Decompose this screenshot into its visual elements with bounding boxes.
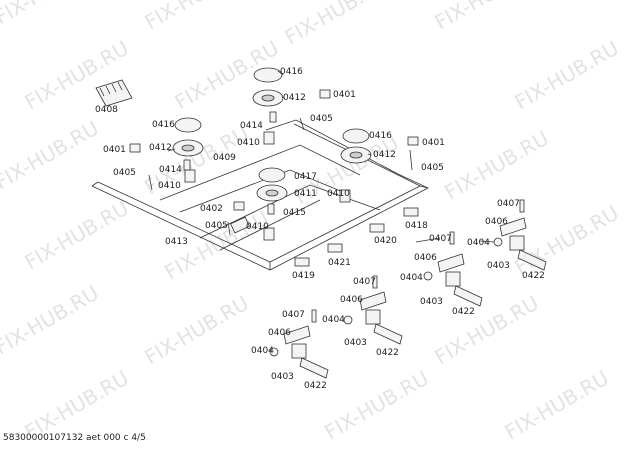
- burner-parts: [95, 67, 419, 241]
- label-0403: 0403: [271, 372, 294, 382]
- watermark: FIX-HUB.RU: [0, 116, 103, 195]
- gas-valve-group-4: [269, 309, 329, 379]
- watermark: FIX-HUB.RU: [141, 0, 253, 34]
- watermark: FIX-HUB.RU: [511, 36, 623, 115]
- label-0404: 0404: [400, 273, 423, 283]
- label-0406: 0406: [340, 295, 363, 305]
- label-0422: 0422: [376, 348, 399, 358]
- label-0404: 0404: [251, 346, 274, 356]
- label-0412: 0412: [373, 150, 396, 160]
- connector-block: [95, 79, 133, 107]
- watermark-layer: FIX-HUB.RU FIX-HUB.RU FIX-HUB.RU FIX-HUB…: [0, 0, 623, 444]
- label-0407: 0407: [429, 234, 452, 244]
- label-0405: 0405: [113, 168, 136, 178]
- label-0416: 0416: [369, 131, 392, 141]
- gas-valve-group-3: [343, 275, 403, 345]
- label-0403: 0403: [487, 261, 510, 271]
- watermark: FIX-HUB.RU: [0, 281, 103, 360]
- label-0405: 0405: [310, 114, 333, 124]
- label-0403: 0403: [344, 338, 367, 348]
- label-0410: 0410: [158, 181, 181, 191]
- label-0416: 0416: [280, 67, 303, 77]
- frame-assembly: [91, 119, 429, 271]
- label-0406: 0406: [414, 253, 437, 263]
- watermark: FIX-HUB.RU: [281, 0, 393, 49]
- label-0420: 0420: [374, 236, 397, 246]
- label-0408: 0408: [95, 105, 118, 115]
- label-0421: 0421: [328, 258, 351, 268]
- label-0406: 0406: [268, 328, 291, 338]
- gas-valve-group-2: [423, 231, 483, 307]
- label-0412: 0412: [149, 143, 172, 153]
- label-0411: 0411: [294, 189, 317, 199]
- watermark: FIX-HUB.RU: [511, 201, 623, 280]
- label-0407: 0407: [353, 277, 376, 287]
- label-0404: 0404: [322, 315, 345, 325]
- label-0418: 0418: [405, 221, 428, 231]
- part-labels: 0408 0416 0412 0401 0405 0414 0410 0416 …: [95, 67, 545, 391]
- label-0404: 0404: [467, 238, 490, 248]
- label-0415: 0415: [283, 208, 306, 218]
- document-footer: 58300000107132 aet 000 c 4/5: [3, 433, 146, 443]
- label-0412: 0412: [283, 93, 306, 103]
- gas-valve-group-1: [493, 199, 547, 271]
- watermark: FIX-HUB.RU: [441, 126, 553, 205]
- label-0409: 0409: [213, 153, 236, 163]
- watermark: FIX-HUB.RU: [431, 291, 543, 370]
- label-0401: 0401: [422, 138, 445, 148]
- watermark: FIX-HUB.RU: [0, 0, 103, 29]
- watermark: FIX-HUB.RU: [321, 366, 433, 445]
- label-0407: 0407: [282, 310, 305, 320]
- watermark: FIX-HUB.RU: [21, 196, 133, 275]
- leader-lines: [167, 70, 495, 243]
- label-0417: 0417: [294, 172, 317, 182]
- label-0410: 0410: [327, 189, 350, 199]
- label-0422: 0422: [304, 381, 327, 391]
- label-0416: 0416: [152, 120, 175, 130]
- label-0402: 0402: [200, 204, 223, 214]
- label-0410: 0410: [237, 138, 260, 148]
- label-0405: 0405: [421, 163, 444, 173]
- label-0419: 0419: [292, 271, 315, 281]
- watermark: FIX-HUB.RU: [141, 291, 253, 370]
- label-0406: 0406: [485, 217, 508, 227]
- watermark: FIX-HUB.RU: [431, 0, 543, 34]
- label-0410: 0410: [246, 222, 269, 232]
- label-0405: 0405: [205, 221, 228, 231]
- label-0403: 0403: [420, 297, 443, 307]
- label-0407: 0407: [497, 199, 520, 209]
- label-0414: 0414: [159, 165, 182, 175]
- label-0401: 0401: [333, 90, 356, 100]
- label-0401: 0401: [103, 145, 126, 155]
- label-0413: 0413: [165, 237, 188, 247]
- label-0422: 0422: [452, 307, 475, 317]
- watermark: FIX-HUB.RU: [501, 366, 613, 445]
- label-0422: 0422: [522, 271, 545, 281]
- label-0414: 0414: [240, 121, 263, 131]
